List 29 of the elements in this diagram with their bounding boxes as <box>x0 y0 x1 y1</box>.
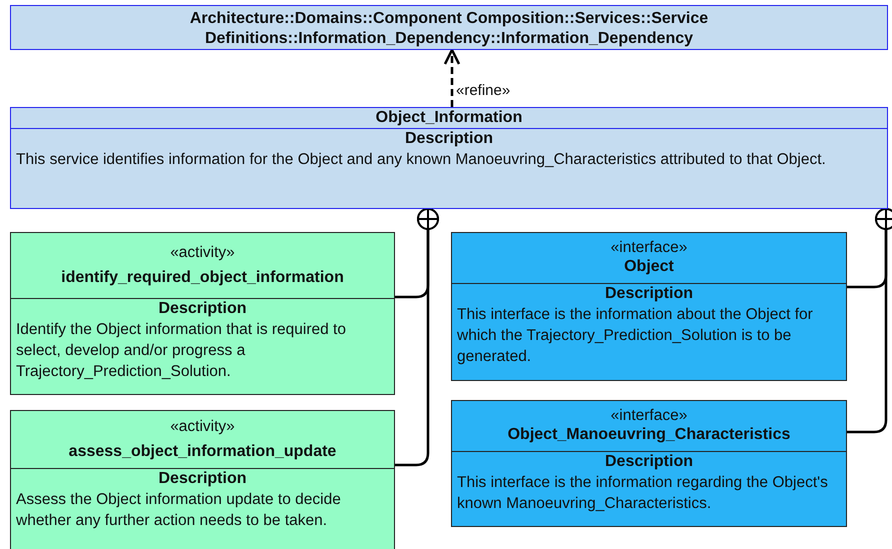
uml-class-box <box>451 232 847 381</box>
class-name: Object_Manoeuvring_Characteristics <box>506 425 792 445</box>
section-heading: Description <box>404 129 494 149</box>
description-text: Assess the Object information update to decide whether any further action needs to be taken. <box>16 490 342 531</box>
stereotype-label: «interface» <box>610 407 688 425</box>
stereotype-label: «interface» <box>610 239 688 257</box>
stereotype-label: «activity» <box>170 418 235 436</box>
section-heading: Description <box>157 299 248 319</box>
class-name: Object_Information <box>374 108 524 128</box>
class-name: identify_required_object_information <box>60 268 345 288</box>
stereotype-label: «activity» <box>170 244 235 262</box>
description-text: This service identifies information for the Object and any known Manoeuvring_Characteristics attributed to that Object. <box>16 150 827 170</box>
description-text: Identify the Object information that is required to select, develop and/or progress a Trajectory_Prediction_Solution. <box>16 320 347 382</box>
uml-class-box <box>10 5 888 50</box>
class-name: assess_object_information_update <box>68 442 338 462</box>
uml-class-box <box>10 232 395 395</box>
class-name: Architecture::Domains::Component Composition::Services::Service Definitions::Information_Dependency::Information_Dependency <box>188 8 710 48</box>
class-name: Object <box>623 257 675 277</box>
dependency-arrow <box>444 48 460 107</box>
composition-connector <box>395 208 439 466</box>
composition-connector <box>847 208 892 434</box>
section-heading: Description <box>157 469 248 489</box>
uml-class-box <box>10 107 888 209</box>
uml-class-box <box>10 410 395 549</box>
description-text: This interface is the information regarding the Object's known Manoeuvring_Characteristics. <box>457 473 829 514</box>
description-text: This interface is the information about the Object for which the Trajectory_Prediction_Solution is to be generated. <box>457 305 814 367</box>
section-heading: Description <box>604 284 694 304</box>
section-heading: Description <box>604 452 694 472</box>
uml-class-box <box>451 400 847 527</box>
